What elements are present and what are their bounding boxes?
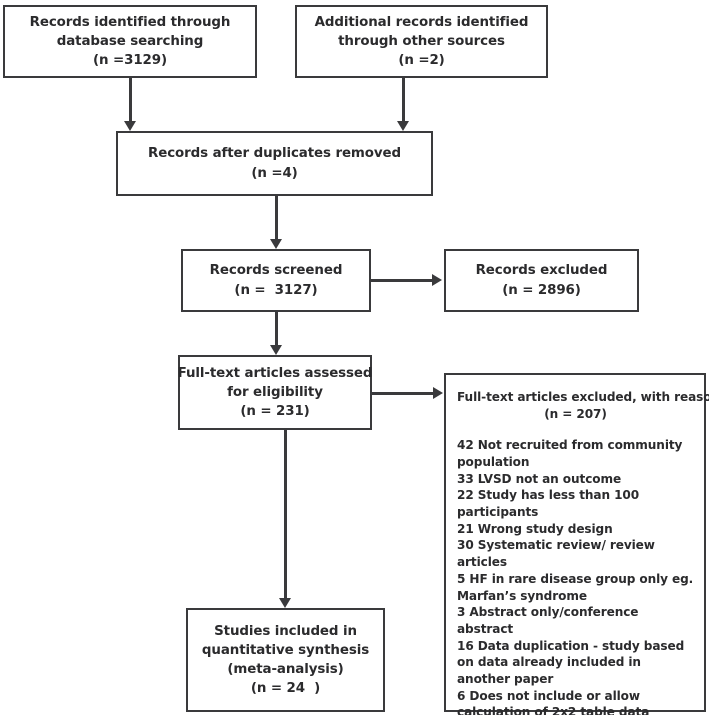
connector-fulltext-to-included: [284, 430, 287, 598]
box-line: (n = 231): [240, 404, 310, 420]
box-line: for eligibility: [227, 384, 323, 400]
reasons-heading-line: (n = 207): [544, 407, 607, 422]
connector-screened-to-fulltext: [275, 312, 278, 345]
connector-duplicates-to-screened: [275, 196, 278, 239]
box-line: (n = 24 ): [250, 681, 321, 697]
box-line: (n =4): [251, 165, 298, 181]
box-line: Records identified through: [29, 14, 231, 30]
connector-screened-to-excluded: [371, 279, 433, 282]
box-line: (n = 3127): [234, 282, 318, 298]
arrowhead-down-identified-db: [124, 121, 136, 131]
reason-item: 22 Study has less than 100 participants: [457, 488, 640, 520]
arrowhead-down-fulltext: [279, 598, 291, 608]
box-fulltext-articles-excluded-reasons: Full-text articles excluded, with reason…: [444, 373, 709, 715]
box-line: quantitative synthesis: [201, 642, 370, 658]
box-line: (n =2): [398, 53, 445, 69]
connector-identified-db-to-duplicates: [129, 78, 132, 123]
arrowhead-down-identified-other: [397, 121, 409, 131]
box-line: (meta-analysis): [227, 662, 344, 677]
reasons-heading-line: Full-text articles excluded, with reason…: [457, 390, 709, 404]
reason-item: 5 HF in rare disease group only eg. Marf…: [457, 571, 694, 603]
box-line: through other sources: [338, 33, 505, 49]
box-records-screened: Records screened (n = 3127): [181, 249, 371, 312]
box-line: (n = 2896): [502, 282, 581, 298]
box-line: Records after duplicates removed: [148, 146, 401, 162]
reason-item: 42 Not recruited from community populati…: [457, 438, 683, 470]
box-studies-included-quantitative-synthesis: Studies included in quantitative synthes…: [186, 608, 385, 712]
box-records-after-duplicates-removed: Records after duplicates removed (n =4): [116, 131, 433, 196]
reason-item: 16 Data duplication - study based on dat…: [457, 638, 685, 686]
box-line: Full-text articles assessed: [177, 365, 373, 381]
box-line: Records screened: [209, 263, 343, 279]
reason-item: 6 Does not include or allow calculation …: [457, 688, 650, 715]
connector-fulltext-to-reasons: [372, 392, 434, 395]
arrowhead-down-screened: [270, 345, 282, 355]
reason-item: 21 Wrong study design: [457, 521, 613, 536]
box-records-excluded: Records excluded (n = 2896): [444, 249, 639, 312]
arrowhead-right-screened: [432, 274, 442, 286]
box-line: Records excluded: [475, 263, 608, 279]
box-line: Studies included in: [214, 623, 357, 639]
reason-item: 30 Systematic review/ review articles: [457, 538, 655, 570]
box-additional-records-other-sources: Additional records identified through ot…: [295, 5, 548, 78]
box-records-identified-database: Records identified through database sear…: [3, 5, 257, 78]
box-line: Additional records identified: [314, 14, 529, 30]
arrowhead-down-duplicates: [270, 239, 282, 249]
reasons-list: 42 Not recruited from community populati…: [457, 437, 694, 715]
box-line: database searching: [56, 33, 204, 49]
reason-item: 3 Abstract only/conference abstract: [457, 605, 639, 636]
reasons-heading: Full-text articles excluded, with reason…: [457, 389, 709, 423]
reason-item: 33 LVSD not an outcome: [457, 471, 622, 486]
connector-identified-other-to-duplicates: [402, 78, 405, 123]
arrowhead-right-fulltext: [433, 387, 443, 399]
box-line: (n =3129): [92, 53, 168, 69]
box-fulltext-articles-assessed: Full-text articles assessed for eligibil…: [178, 355, 372, 430]
